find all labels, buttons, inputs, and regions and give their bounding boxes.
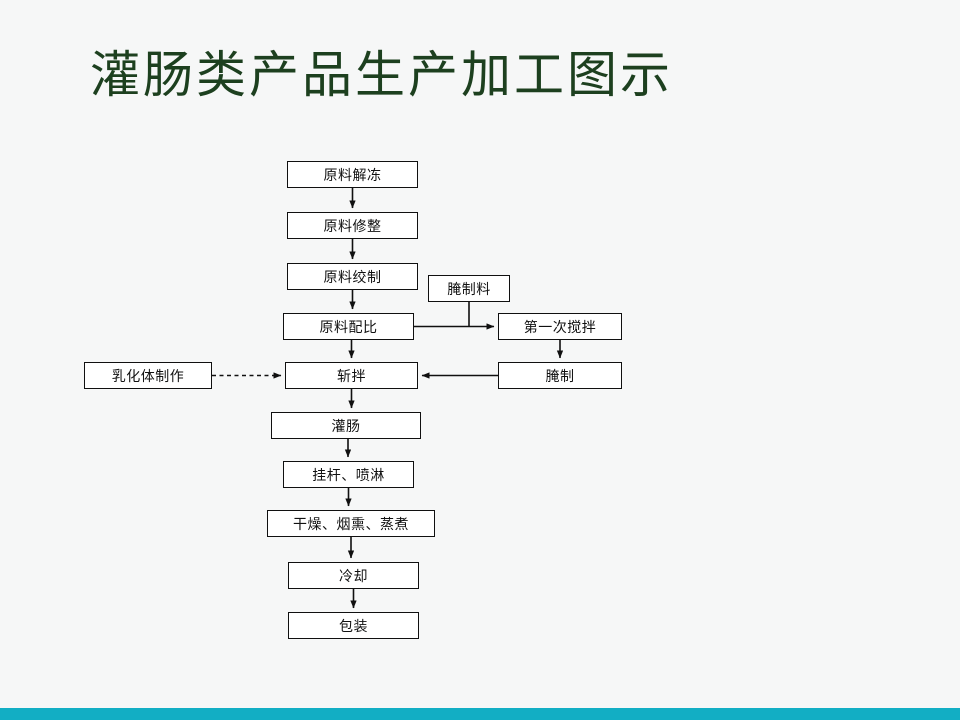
page-title: 灌肠类产品生产加工图示: [90, 47, 673, 103]
flow-node-first-stir[interactable]: 第一次搅拌: [498, 313, 622, 340]
flow-node-mince[interactable]: 原料绞制: [287, 263, 418, 290]
flow-node-chop[interactable]: 斩拌: [285, 362, 418, 389]
flow-node-cool[interactable]: 冷却: [288, 562, 419, 589]
flow-node-dry-smoke[interactable]: 干燥、烟熏、蒸煮: [267, 510, 435, 537]
flow-node-cure[interactable]: 腌制: [498, 362, 622, 389]
flow-node-stuff[interactable]: 灌肠: [271, 412, 421, 439]
flow-node-trim[interactable]: 原料修整: [287, 212, 418, 239]
flow-node-emulsion[interactable]: 乳化体制作: [84, 362, 212, 389]
accent-bar: [0, 708, 960, 720]
flow-node-curing-mix[interactable]: 腌制料: [428, 275, 510, 302]
flow-node-hang-spray[interactable]: 挂杆、喷淋: [283, 461, 414, 488]
flow-node-package[interactable]: 包装: [288, 612, 419, 639]
flow-node-thaw[interactable]: 原料解冻: [287, 161, 418, 188]
flow-node-ratio[interactable]: 原料配比: [283, 313, 414, 340]
